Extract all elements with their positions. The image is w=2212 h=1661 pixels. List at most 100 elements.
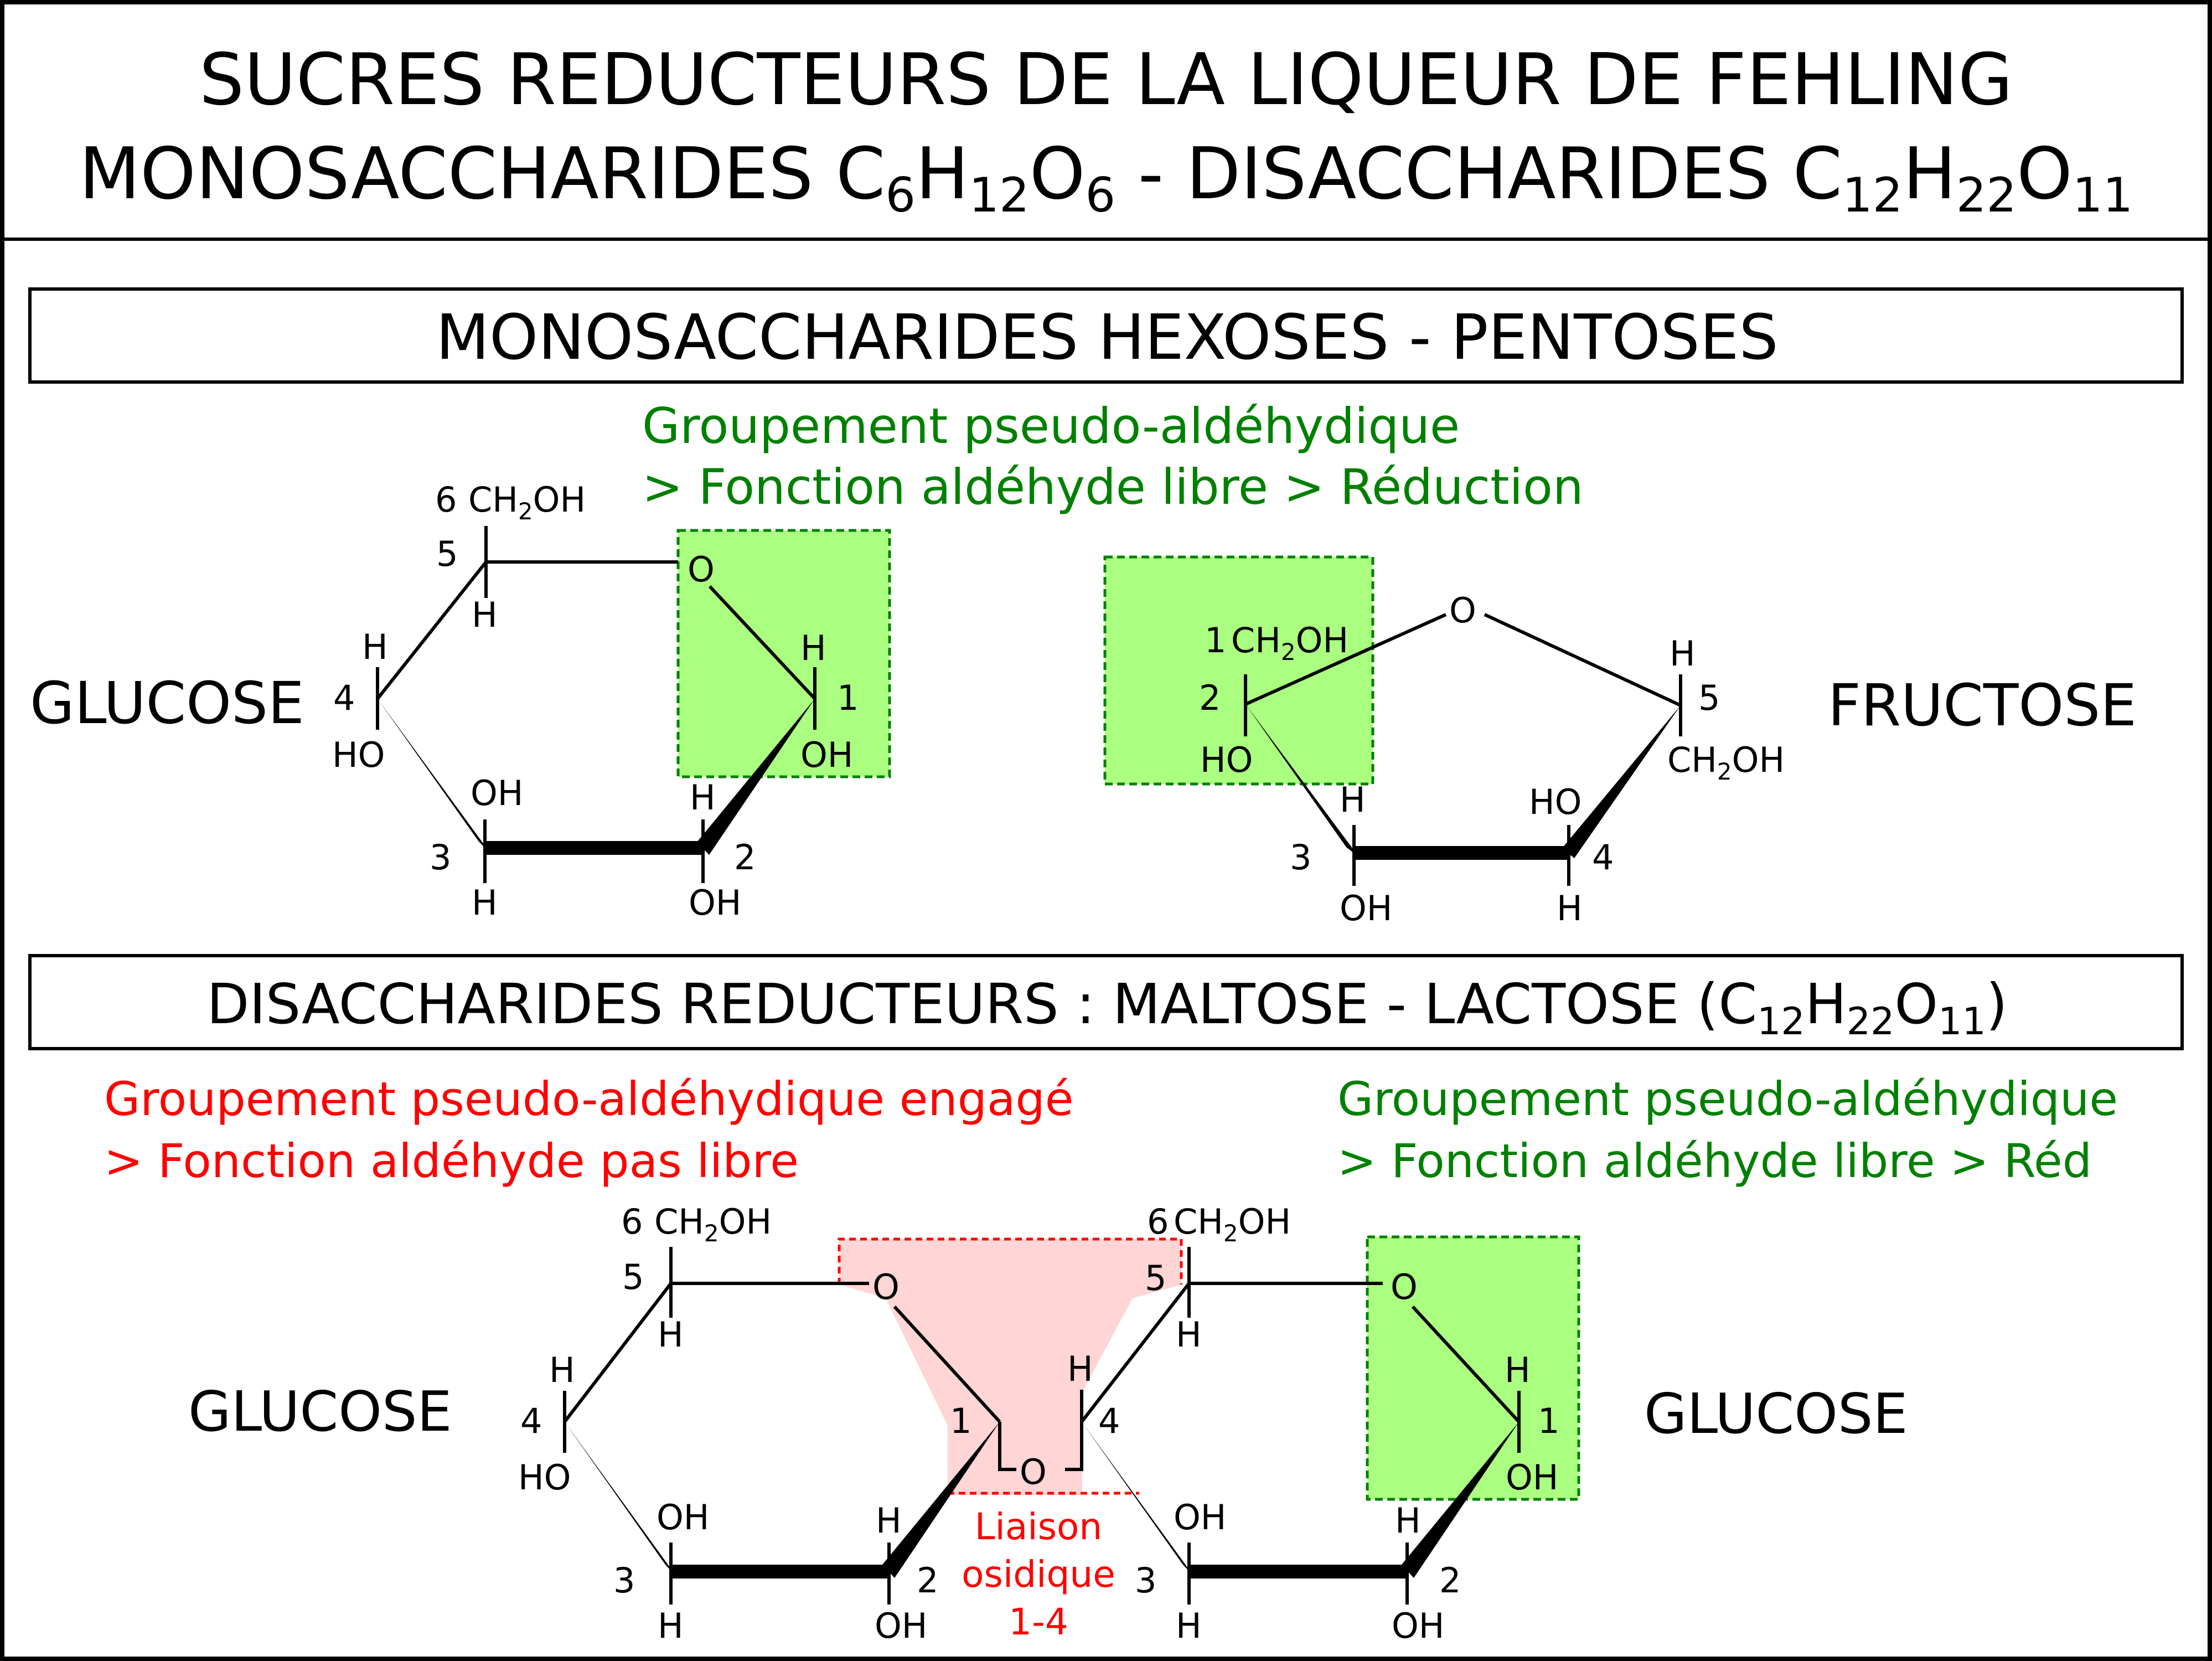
right-glucose-wedge-left xyxy=(1082,1422,1195,1578)
right-glucose-ring-o: O xyxy=(1391,1267,1418,1307)
di-title: DISACCHARIDES REDUCTEURS : MALTOSE - LAC… xyxy=(206,972,2007,1044)
left-glucose-c3-h: H xyxy=(658,1606,684,1646)
fructose-c4-ho: HO xyxy=(1529,782,1582,822)
right-glucose-c2-oh: OH xyxy=(1392,1606,1444,1646)
osidic-bond-label-line2: osidique xyxy=(962,1553,1115,1596)
fructose-label: FRUCTOSE xyxy=(1828,672,2137,739)
fructose-bold-bond xyxy=(1353,846,1570,860)
right-glucose-c2-number: 2 xyxy=(1439,1560,1461,1601)
fructose-c3-oh: OH xyxy=(1340,888,1392,928)
fructose-ch2oh: CH2OH xyxy=(1231,620,1348,666)
glucose-c2-oh: OH xyxy=(689,883,741,923)
right-glucose-c5-number: 5 xyxy=(1145,1258,1166,1298)
glucose-wedge-right xyxy=(697,699,815,855)
mono-title-box xyxy=(28,287,2184,384)
glucose-c5-number: 5 xyxy=(436,534,458,574)
fructose-wedge-left xyxy=(1245,704,1359,857)
right-glucose-c3-h: H xyxy=(1176,1606,1202,1646)
di-note-right: Groupement pseudo-aldéhydique > Fonction… xyxy=(1337,1072,2118,1188)
fructose-c5-number: 5 xyxy=(1698,678,1720,718)
fructose-c2-number: 2 xyxy=(1199,678,1221,718)
fructose-ring-o: O xyxy=(1449,590,1476,631)
right-glucose-c1-oh: OH xyxy=(1506,1457,1558,1498)
glucose-c1-number: 1 xyxy=(837,678,859,718)
left-glucose-c3-number: 3 xyxy=(613,1560,635,1601)
di-title-box xyxy=(28,954,2184,1050)
fructose-c2-ho: HO xyxy=(1200,740,1253,780)
left-glucose-c3-oh: OH xyxy=(657,1497,709,1538)
right-glucose-c3-oh: OH xyxy=(1174,1497,1226,1538)
glucose-c4-h: H xyxy=(362,627,388,667)
glucose-bold-bond xyxy=(485,841,703,855)
right-glucose-bold-bond xyxy=(1189,1565,1407,1579)
fructose-c1-number: 1 xyxy=(1205,620,1226,661)
right-glucose-c3-number: 3 xyxy=(1135,1560,1156,1601)
glucose-c3-oh: OH xyxy=(471,773,523,813)
header-line1: SUCRES REDUCTEURS DE LA LIQUEUR DE FEHLI… xyxy=(199,39,2013,121)
osidic-bond-label-line1: Liaison xyxy=(975,1505,1102,1548)
glucose-c3-h: H xyxy=(472,883,498,923)
maltose-reducing-end-highlight xyxy=(1366,1235,1580,1501)
maltose-molecule: 6 CH2OH 5 O H H 4 HO 1 OH 3 H H 2 OH O H… xyxy=(518,1201,1580,1646)
left-glucose-c6-number: 6 xyxy=(621,1201,643,1242)
glucose-c2-h: H xyxy=(690,777,716,818)
glucose-wedge-left xyxy=(378,699,492,855)
glucose-c3-number: 3 xyxy=(430,837,451,878)
right-glucose-c1-h: H xyxy=(1505,1350,1531,1390)
fructose-c4-h: H xyxy=(1557,888,1583,928)
right-glucose-c4-number: 4 xyxy=(1098,1401,1120,1441)
right-glucose-c2-h: H xyxy=(1395,1500,1421,1541)
glucose-c1-h: H xyxy=(800,628,826,668)
di-note-left-line1: Groupement pseudo-aldéhydique engagé xyxy=(104,1072,1073,1126)
mono-note-line1: Groupement pseudo-aldéhydique xyxy=(642,398,1460,455)
left-glucose-wedge-right xyxy=(882,1422,1000,1578)
glucose-c4-ho: HO xyxy=(332,735,385,775)
fructose-molecule: O 1 CH2OH 2 HO H 5 CH2OH H 3 OH HO 4 H xyxy=(1103,555,1785,928)
fructose-c5-h: H xyxy=(1670,633,1696,674)
left-glucose-wedge-left xyxy=(565,1422,678,1578)
fructose-c4-number: 4 xyxy=(1592,837,1614,878)
left-glucose-c2-h: H xyxy=(876,1500,902,1541)
fructose-c3-h: H xyxy=(1340,780,1366,820)
left-glucose-ch2oh: CH2OH xyxy=(654,1201,772,1247)
left-glucose-bold-bond xyxy=(671,1565,889,1579)
maltose-right-glucose-label: GLUCOSE xyxy=(1644,1381,1908,1446)
right-glucose-c4-h: H xyxy=(1067,1349,1093,1389)
header-line2: MONOSACCHARIDES C6H12O6 - DISACCHARIDES … xyxy=(79,133,2133,223)
di-note-right-line2: > Fonction aldéhyde libre > Réd xyxy=(1337,1134,2092,1188)
glucose-c4-number: 4 xyxy=(333,678,355,718)
left-glucose-c4-ho: HO xyxy=(518,1457,571,1498)
di-note-left-line2: > Fonction aldéhyde pas libre xyxy=(104,1134,799,1188)
right-glucose-wedge-right xyxy=(1402,1422,1519,1578)
left-glucose-c2-number: 2 xyxy=(917,1560,938,1601)
glucose-c2-number: 2 xyxy=(734,837,756,878)
glucose-ch2oh: CH2OH xyxy=(468,479,586,525)
glucose-molecule: O 6 CH2OH 5 H H 4 HO H 1 OH OH 3 H H 2 O… xyxy=(332,479,891,923)
mono-title: MONOSACCHARIDES HEXOSES - PENTOSES xyxy=(436,302,1778,374)
maltose-left-glucose-label: GLUCOSE xyxy=(188,1379,452,1444)
fructose-c3-number: 3 xyxy=(1290,837,1311,878)
left-glucose-c4-h: H xyxy=(549,1350,575,1390)
left-glucose-c1-number: 1 xyxy=(950,1401,971,1441)
fructose-wedge-right xyxy=(1562,705,1681,858)
osidic-bond-highlight xyxy=(839,1239,1181,1495)
di-note-right-line1: Groupement pseudo-aldéhydique xyxy=(1337,1072,2118,1126)
left-glucose-c2-oh: OH xyxy=(875,1606,927,1646)
glucose-c6-number: 6 xyxy=(435,479,457,520)
mono-note-line2: > Fonction aldéhyde libre > Réduction xyxy=(642,458,1584,515)
right-glucose-c6-number: 6 xyxy=(1147,1201,1169,1242)
glucose-c5-h: H xyxy=(472,595,498,635)
right-glucose-c1-number: 1 xyxy=(1538,1401,1559,1441)
glucose-anomeric-highlight xyxy=(676,529,891,778)
glucose-ring-o: O xyxy=(688,549,715,590)
glucose-c1-oh: OH xyxy=(800,735,853,775)
left-glucose-ring-o: O xyxy=(872,1267,900,1307)
mono-note: Groupement pseudo-aldéhydique > Fonction… xyxy=(642,398,1584,515)
fructose-ch2oh-c6: CH2OH xyxy=(1667,740,1785,785)
left-glucose-c5-h: H xyxy=(658,1314,684,1355)
right-glucose-ch2oh: CH2OH xyxy=(1174,1201,1291,1247)
glucose-label: GLUCOSE xyxy=(30,669,304,737)
osidic-bond-border-top xyxy=(838,1237,1183,1285)
